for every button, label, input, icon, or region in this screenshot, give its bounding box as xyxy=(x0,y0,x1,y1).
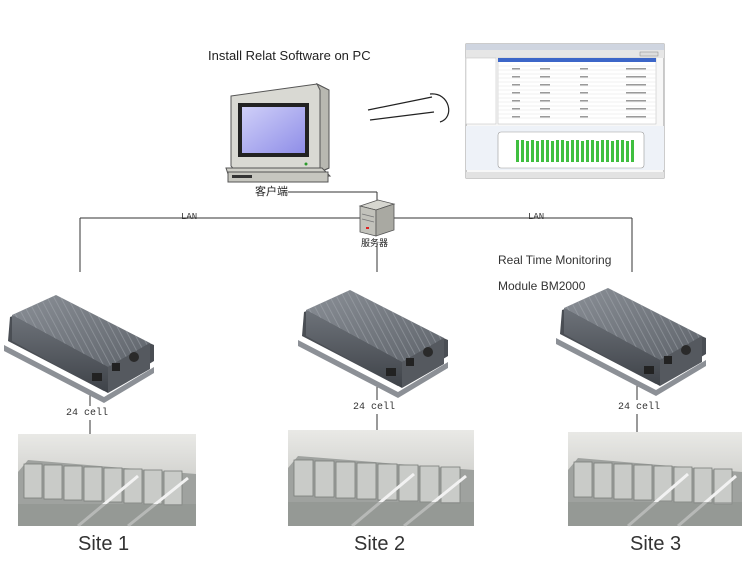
connection-lines xyxy=(79,191,638,434)
cell-count-label-3: 24 cell xyxy=(618,402,661,413)
cell-count-label-2: 24 cell xyxy=(353,402,396,413)
monitoring-module-model: Module BM2000 xyxy=(498,279,586,293)
server-tower-icon xyxy=(358,199,396,237)
install-software-label: Install Relat Software on PC xyxy=(208,48,371,63)
monitoring-module-title: Real Time Monitoring xyxy=(498,253,612,267)
monitoring-module-icon xyxy=(4,295,154,403)
lan-label-left: LAN xyxy=(181,212,198,222)
monitoring-module-icon xyxy=(556,288,706,396)
battery-bank-photo xyxy=(568,432,742,528)
cell-count-label-1: 24 cell xyxy=(66,408,109,419)
site-label-3: Site 3 xyxy=(630,533,682,555)
software-screenshot xyxy=(465,43,665,179)
software-bar-chart xyxy=(516,140,634,162)
monitoring-module-icon xyxy=(298,290,448,398)
site-label-2: Site 2 xyxy=(354,533,406,555)
site-label-1: Site 1 xyxy=(78,533,130,555)
server-label: 服务器 xyxy=(361,239,389,249)
desktop-computer-icon xyxy=(225,82,332,183)
battery-bank-photo xyxy=(288,430,474,528)
lan-label-right: LAN xyxy=(528,212,545,222)
software-link-icon xyxy=(367,93,450,123)
battery-bank-photo xyxy=(18,434,196,528)
client-label: 客户端 xyxy=(255,185,288,198)
